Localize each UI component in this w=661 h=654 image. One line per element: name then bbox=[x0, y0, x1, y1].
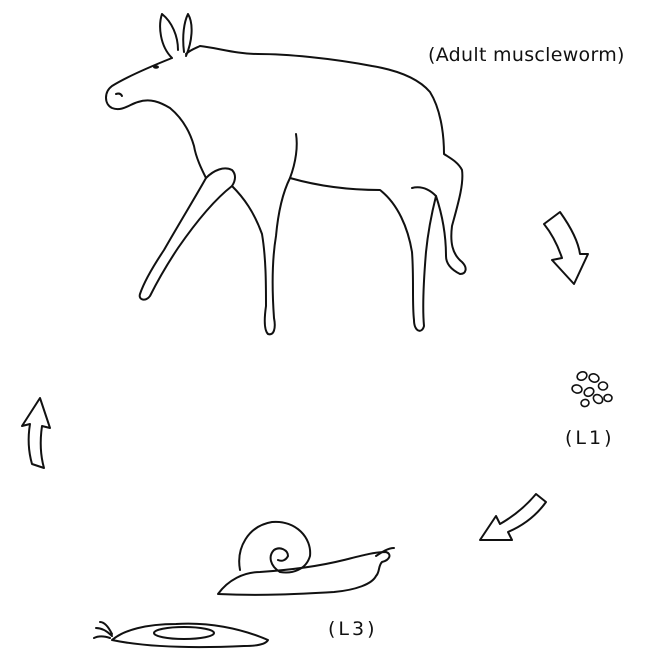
moose-flank-detail bbox=[290, 134, 297, 178]
moose-nostril bbox=[116, 94, 122, 96]
larva-dot bbox=[592, 393, 605, 406]
larva-dot bbox=[604, 395, 612, 402]
cycle-arrow-to-moose bbox=[22, 398, 50, 468]
moose-chest-detail bbox=[206, 168, 235, 186]
larva-dot bbox=[571, 384, 583, 394]
larva-dot bbox=[588, 373, 600, 384]
larva-dot bbox=[599, 382, 608, 390]
slug-mantle bbox=[154, 627, 214, 639]
l1-larvae-icon bbox=[571, 370, 612, 407]
snail-illustration bbox=[218, 522, 394, 595]
slug-tentacles bbox=[94, 622, 112, 638]
cycle-arrow-to-snail bbox=[480, 494, 546, 540]
l1-stage-label: (L1) bbox=[565, 427, 615, 449]
moose-eye bbox=[153, 65, 159, 69]
snail-shell bbox=[239, 522, 310, 573]
moose-rump-detail bbox=[412, 187, 436, 196]
moose-outline bbox=[106, 14, 466, 334]
adult-stage-label: (Adult muscleworm) bbox=[428, 44, 625, 66]
l3-stage-label: (L3) bbox=[328, 618, 378, 640]
slug-illustration bbox=[94, 622, 268, 647]
larva-dot bbox=[580, 399, 590, 408]
moose-illustration bbox=[106, 14, 466, 334]
larva-dot bbox=[576, 370, 588, 381]
cycle-arrow-to-l1 bbox=[544, 212, 588, 284]
snail-body bbox=[218, 552, 389, 595]
